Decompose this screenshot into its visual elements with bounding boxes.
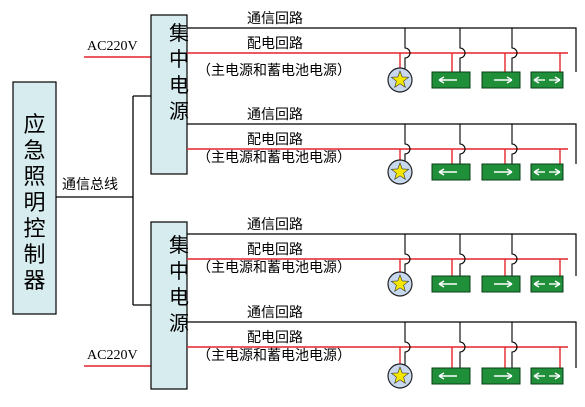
power-input-label-bottom: AC220V <box>87 348 138 363</box>
exit-sign-both-icon <box>530 163 564 181</box>
exit-sign-both-icon <box>530 367 564 385</box>
communication-bus <box>56 95 151 306</box>
star-lamp-icon <box>387 271 413 297</box>
exit-sign-right-icon <box>481 275 521 293</box>
comm-loop-line <box>187 233 577 276</box>
power-loop-label: 配电回路 <box>247 132 303 148</box>
power-supply-box-top <box>150 14 188 175</box>
exit-sign-right-icon <box>481 163 521 181</box>
power-loop-label: 配电回路 <box>247 36 303 52</box>
circuit-groups: 通信回路配电回路（主电源和蓄电池电源）通信回路配电回路（主电源和蓄电池电源）通信… <box>187 11 577 389</box>
exit-sign-both-icon <box>530 275 564 293</box>
controller-box <box>12 81 57 315</box>
exit-sign-right-icon <box>481 71 521 89</box>
comm-loop-label: 通信回路 <box>247 217 303 233</box>
power-source-note: （主电源和蓄电池电源） <box>197 150 351 166</box>
power-source-note: （主电源和蓄电池电源） <box>197 260 351 276</box>
exit-sign-both-icon <box>530 71 564 89</box>
bus-label: 通信总线 <box>62 177 118 193</box>
exit-sign-right-icon <box>481 367 521 385</box>
comm-loop-line <box>187 321 577 368</box>
power-supply-label-top: 集中电源 <box>169 21 189 123</box>
power-supply-label-bottom: 集中电源 <box>169 233 189 335</box>
comm-loop-line <box>187 27 577 72</box>
comm-loop-label: 通信回路 <box>247 305 303 321</box>
power-supply-box-bottom <box>150 221 188 390</box>
comm-loop-label: 通信回路 <box>247 11 303 27</box>
exit-sign-left-icon <box>431 163 471 181</box>
star-lamp-icon <box>387 67 413 93</box>
power-source-note: （主电源和蓄电池电源） <box>197 348 351 364</box>
comm-loop-line <box>187 123 577 164</box>
exit-sign-left-icon <box>431 71 471 89</box>
exit-sign-left-icon <box>431 275 471 293</box>
power-source-note: （主电源和蓄电池电源） <box>197 63 351 79</box>
power-loop-label: 配电回路 <box>247 242 303 258</box>
star-lamp-icon <box>387 363 413 389</box>
comm-loop-label: 通信回路 <box>247 107 303 123</box>
power-loop-label: 配电回路 <box>247 330 303 346</box>
power-input-label-top: AC220V <box>87 39 138 54</box>
star-lamp-icon <box>387 159 413 185</box>
controller-label: 应急照明控制器 <box>23 113 45 294</box>
exit-sign-left-icon <box>431 367 471 385</box>
